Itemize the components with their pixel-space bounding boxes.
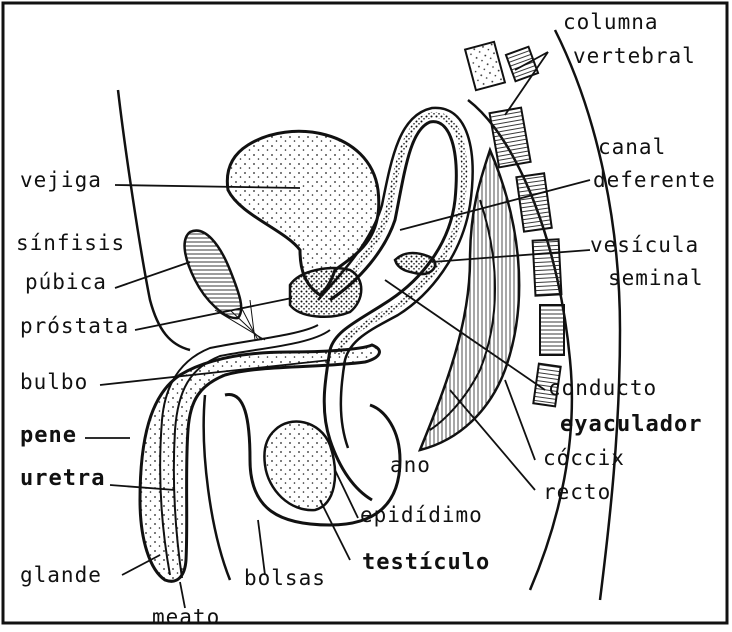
label-vesicula: vesícula	[590, 235, 699, 256]
label-bulbo: bulbo	[20, 372, 88, 393]
label-eyaculador: eyaculador	[560, 414, 702, 436]
pubic-symphysis	[185, 231, 242, 319]
label-seminal: seminal	[608, 268, 704, 289]
rectum	[420, 150, 519, 450]
label-sinfisis: sínfisis	[16, 233, 125, 254]
label-deferente: deferente	[593, 170, 716, 191]
abdomen-outline	[118, 90, 190, 350]
label-recto: recto	[543, 482, 611, 503]
label-uretra: uretra	[20, 468, 105, 490]
label-prostata: próstata	[20, 316, 129, 337]
label-vejiga: vejiga	[20, 170, 102, 191]
label-pene: pene	[20, 425, 77, 447]
label-glande: glande	[20, 565, 102, 586]
label-testiculo: testículo	[362, 552, 490, 574]
label-vertebral: vertebral	[573, 46, 696, 67]
label-ano: ano	[390, 455, 431, 476]
label-columna: columna	[563, 12, 659, 33]
label-meato: meato	[152, 607, 220, 628]
label-conducto: conducto	[548, 378, 657, 399]
label-epididimo: epidídimo	[360, 505, 483, 526]
label-coccix: cóccix	[543, 448, 625, 469]
scrotum-outer	[204, 395, 230, 580]
testicle	[264, 422, 335, 511]
label-pubica: púbica	[25, 272, 107, 293]
label-bolsas: bolsas	[244, 568, 326, 589]
label-canal: canal	[598, 137, 666, 158]
diagram-frame	[3, 3, 727, 623]
